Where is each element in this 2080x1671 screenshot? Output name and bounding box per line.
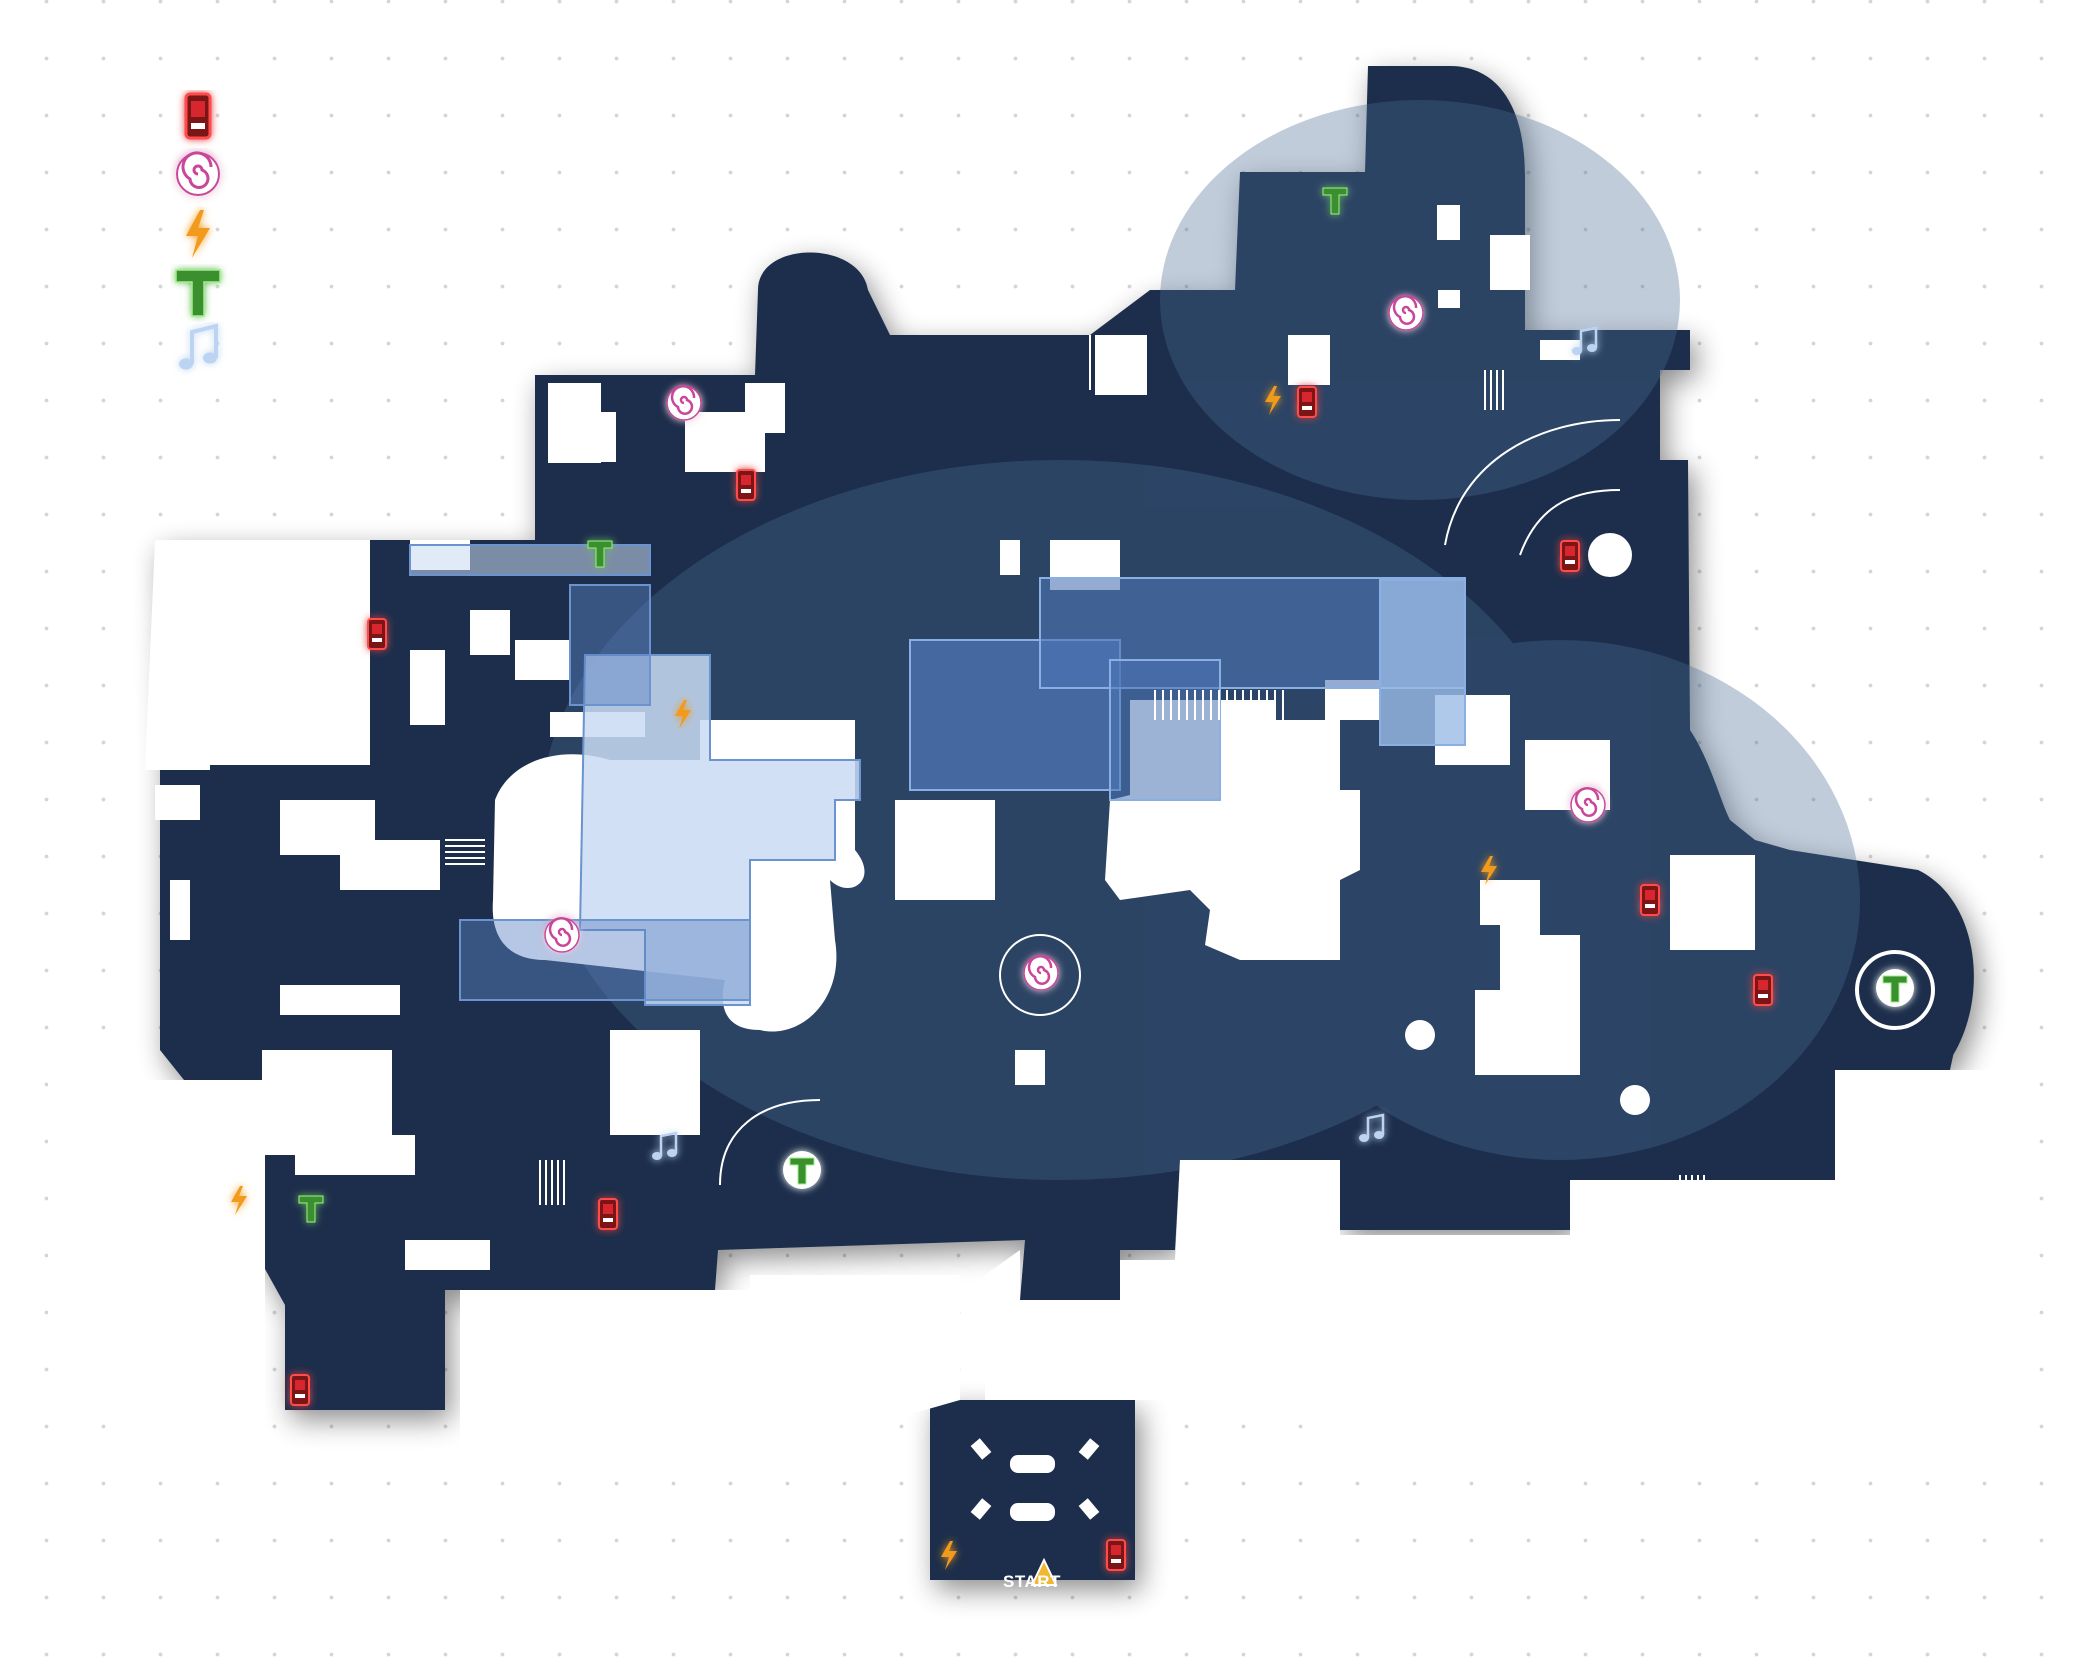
power-marker	[1265, 386, 1281, 415]
markers-layer	[231, 187, 1914, 1571]
portal-marker	[666, 384, 702, 421]
start-room-walls	[970, 1438, 1100, 1521]
portal-marker	[544, 916, 580, 953]
power-marker	[675, 700, 691, 729]
start-room	[930, 1400, 1135, 1580]
trap-marker	[1322, 187, 1348, 215]
portal-marker	[1388, 294, 1424, 331]
trap-icon	[175, 269, 221, 317]
power-marker	[941, 1541, 957, 1570]
trap-marker	[587, 540, 613, 568]
power-marker	[231, 1186, 247, 1215]
upper-walkways	[409, 544, 1466, 1006]
legend-perk-machine: perk-machine-icon	[170, 90, 234, 148]
stairs	[220, 335, 1705, 1210]
arcs	[719, 419, 1935, 1186]
portal-marker	[1570, 786, 1606, 823]
perk-marker	[1640, 884, 1660, 916]
start-marker	[1030, 1557, 1058, 1586]
music-marker	[1572, 326, 1598, 355]
legend: perk-machine-icon portal-icon power-icon…	[170, 90, 234, 380]
trap-marker	[298, 1195, 324, 1223]
legend-portal: portal-icon	[170, 148, 234, 206]
perk-marker	[1106, 1539, 1126, 1571]
music-icon	[179, 323, 218, 370]
power-icon	[186, 210, 210, 258]
legend-power: power-icon	[170, 206, 234, 264]
perk-marker	[1297, 386, 1317, 418]
perk-marker	[598, 1198, 618, 1230]
legend-music: music-icon	[170, 322, 234, 380]
perk-marker	[1560, 540, 1580, 572]
perk-machine-icon	[184, 92, 212, 140]
perk-marker	[367, 618, 387, 650]
portal-marker	[1023, 954, 1059, 991]
trap-marker	[1876, 969, 1914, 1007]
power-marker	[1481, 856, 1497, 885]
perk-marker	[290, 1374, 310, 1406]
perk-marker	[736, 469, 756, 501]
trap-marker	[783, 1151, 821, 1189]
start-label: START	[1003, 1572, 1061, 1591]
legend-trap: trap-icon	[170, 264, 234, 322]
portal-icon	[176, 151, 220, 196]
music-marker	[1359, 1113, 1385, 1142]
perk-marker	[1753, 974, 1773, 1006]
music-marker	[652, 1131, 678, 1160]
